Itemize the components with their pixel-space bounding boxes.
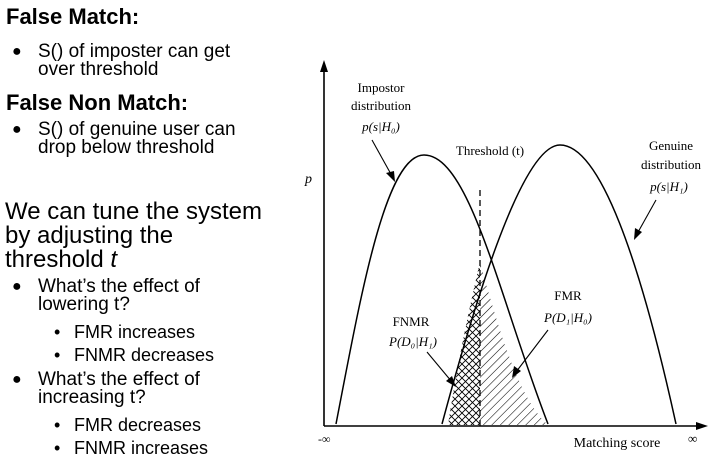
explanation-panel: False Match: ● S() of imposter can get o… (0, 0, 300, 463)
y-axis-label: p (304, 172, 312, 187)
impostor-label: Impostor distribution p(s|H₀) (351, 80, 411, 134)
fnmr-label-line: FNMR (393, 314, 430, 329)
bullet-line: drop below threshold (38, 137, 215, 158)
bullet-dot-icon: • (54, 322, 61, 342)
bullet-line: S() of genuine user can (38, 119, 236, 140)
genuine-label-line: Genuine (649, 138, 693, 153)
tune-line-text: threshold (5, 246, 104, 273)
bullet-dot-icon: ● (12, 121, 22, 138)
tune-paragraph: We can tune the system by adjusting the … (5, 200, 262, 272)
genuine-pointer (634, 199, 657, 240)
bullet-dot-icon: ● (12, 278, 22, 295)
bullet-dot-icon: • (54, 345, 61, 365)
fnmr-label: FNMR P(D₀|H₁) (388, 314, 437, 349)
impostor-pointer (371, 139, 395, 182)
tune-line: threshold t (5, 248, 262, 272)
bullet-dot-icon: • (54, 415, 61, 435)
x-max-label: ∞ (688, 431, 697, 446)
x-min-label: -∞ (318, 432, 331, 446)
question-line: increasing t? (38, 387, 146, 408)
answer-text: FNMR increases (74, 438, 209, 458)
fnmr-pointer (426, 351, 456, 387)
impostor-label-line: Impostor (358, 80, 406, 95)
genuine-label-line: p(s|H₁) (649, 179, 688, 194)
impostor-label-line: p(s|H₀) (361, 119, 400, 134)
fmr-label-line: P(D₁|H₀) (543, 310, 592, 325)
false-non-match-heading: False Non Match: (6, 90, 189, 115)
threshold-label: Threshold (t) (456, 143, 524, 158)
question-line: lowering t? (38, 294, 130, 315)
fmr-pointer (512, 329, 549, 378)
tune-line: by adjusting the (5, 222, 174, 249)
tune-variable: t (110, 246, 118, 273)
bullet-line: over threshold (38, 59, 159, 80)
bullet-dot-icon: ● (12, 43, 22, 60)
false-match-heading: False Match: (6, 4, 140, 29)
genuine-label: Genuine distribution p(s|H₁) (641, 138, 701, 194)
x-axis (324, 422, 708, 430)
answer-text: FNMR decreases (74, 345, 215, 365)
answer-text: FMR increases (74, 322, 196, 342)
impostor-label-line: distribution (351, 98, 411, 113)
fmr-region (480, 262, 548, 425)
answer-text: FMR decreases (74, 415, 202, 435)
fmr-label-line: FMR (554, 288, 582, 303)
impostor-curve (335, 154, 549, 425)
question-line: What’s the effect of (38, 369, 200, 390)
bullet-line: S() of imposter can get (38, 41, 231, 62)
genuine-label-line: distribution (641, 157, 701, 172)
tune-line: We can tune the system (5, 198, 263, 225)
y-axis (320, 60, 328, 426)
bullet-dot-icon: • (54, 438, 61, 458)
bullet-dot-icon: ● (12, 371, 22, 388)
question-line: What’s the effect of (38, 276, 200, 297)
fmr-label: FMR P(D₁|H₀) (543, 288, 592, 325)
fnmr-label-line: P(D₀|H₁) (388, 334, 437, 349)
x-axis-label: Matching score (574, 436, 661, 451)
genuine-curve (441, 144, 677, 425)
